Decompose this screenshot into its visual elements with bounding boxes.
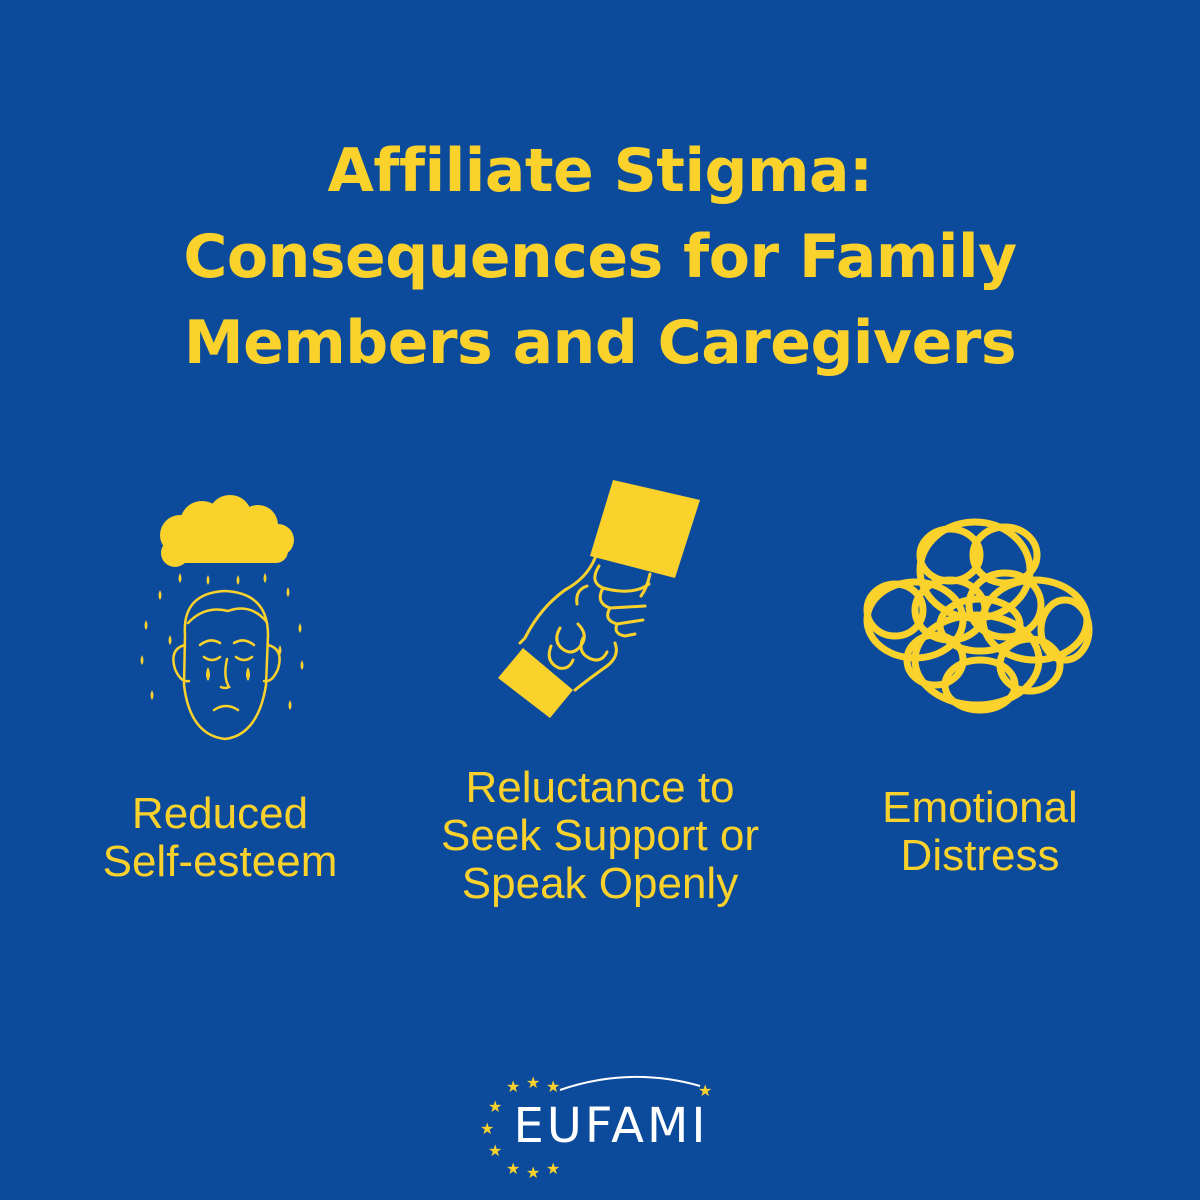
title-line-1: Affiliate Stigma:: [327, 136, 873, 206]
svg-text:★: ★: [526, 1163, 540, 1182]
svg-text:★: ★: [488, 1141, 502, 1160]
svg-text:★: ★: [480, 1119, 494, 1138]
caption-line: Distress: [900, 831, 1060, 880]
svg-text:★: ★: [546, 1077, 560, 1096]
caption-reduced-self-esteem: Reduced Self-esteem: [60, 790, 380, 886]
handshake-icon: [498, 480, 700, 718]
caption-line: Reluctance to: [465, 763, 735, 812]
caption-reluctance-to-seek-support: Reluctance to Seek Support or Speak Open…: [400, 764, 800, 908]
caption-line: Emotional: [882, 783, 1078, 832]
star-ring-icon: ★ ★ ★ ★ ★ ★ ★ ★ ★ ★: [480, 1073, 712, 1182]
logo-wordmark: EUFAMI: [513, 1098, 709, 1154]
caption-line: Speak Openly: [461, 859, 739, 908]
svg-text:★: ★: [546, 1159, 560, 1178]
page-title: Affiliate Stigma: Consequences for Famil…: [0, 128, 1200, 386]
caption-line: Seek Support or: [441, 811, 759, 860]
caption-line: Self-esteem: [102, 837, 338, 886]
svg-text:★: ★: [698, 1081, 712, 1100]
svg-text:★: ★: [526, 1073, 540, 1092]
caption-emotional-distress: Emotional Distress: [820, 784, 1140, 880]
svg-text:★: ★: [506, 1077, 520, 1096]
sad-face-rain-cloud-icon: [140, 495, 304, 741]
title-line-3: Members and Caregivers: [183, 308, 1017, 378]
svg-text:★: ★: [488, 1097, 502, 1116]
svg-text:★: ★: [506, 1159, 520, 1178]
eufami-logo: ★ ★ ★ ★ ★ ★ ★ ★ ★ ★ EUFAMI: [470, 1068, 730, 1188]
tangled-scribble-icon: [863, 518, 1093, 714]
caption-line: Reduced: [131, 789, 309, 838]
title-line-2: Consequences for Family: [183, 222, 1017, 292]
